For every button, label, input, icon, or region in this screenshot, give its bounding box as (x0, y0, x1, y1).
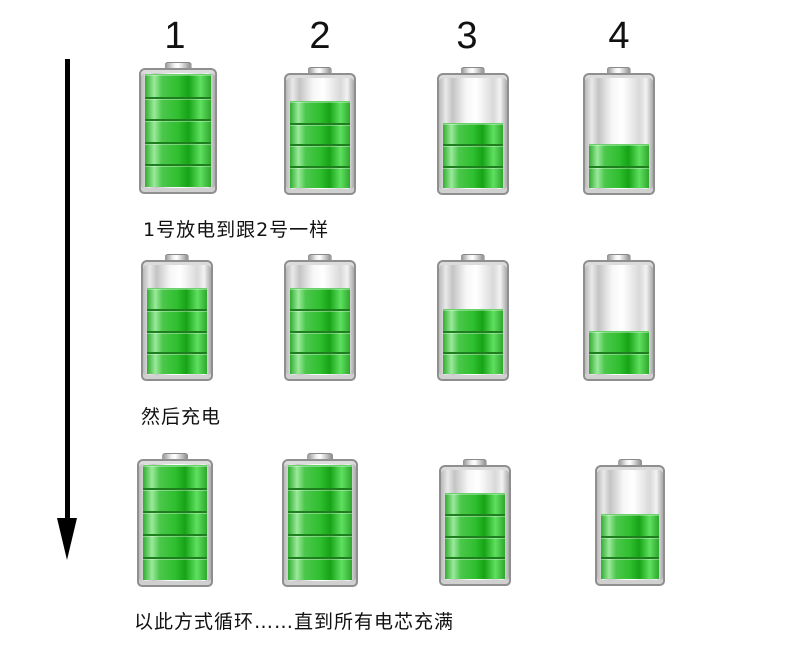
battery-level-bar (143, 465, 207, 488)
battery-level-bar (147, 309, 207, 331)
battery-r3-c1 (137, 453, 213, 587)
battery-level-bar (443, 144, 503, 167)
battery-level-bar (589, 352, 649, 374)
battery-r3-c4 (595, 459, 665, 586)
battery-level-bar (143, 534, 207, 557)
battery-level-bar (445, 514, 505, 536)
battery-level-bar (589, 144, 649, 167)
battery-level-bar (443, 352, 503, 374)
battery-level-bar (143, 557, 207, 580)
battery-r1-c3 (437, 67, 509, 195)
caption-step-1: 1号放电到跟2号一样 (143, 219, 330, 241)
battery-level-bar (443, 122, 503, 145)
battery-level-bar (290, 122, 350, 145)
battery-level-bar (445, 535, 505, 558)
battery-level-bar (288, 557, 352, 580)
battery-r2-c3 (437, 254, 509, 381)
battery-level-bar (288, 465, 352, 488)
column-label-2: 2 (309, 15, 331, 57)
battery-level-bar (145, 141, 211, 165)
battery-level-bar (145, 96, 211, 120)
battery-level-bar (445, 557, 505, 579)
battery-level-bar (443, 166, 503, 188)
battery-level-bar (147, 287, 207, 310)
battery-level-bar (290, 166, 350, 188)
battery-level-bar (290, 287, 350, 310)
battery-level-bar (443, 330, 503, 353)
battery-level-bar (145, 74, 211, 97)
battery-level-bar (443, 309, 503, 331)
battery-r2-c1 (141, 254, 213, 381)
caption-step-3: 以此方式循环……直到所有电芯充满 (134, 611, 455, 633)
battery-level-bar (145, 119, 211, 142)
battery-r1-c2 (284, 67, 356, 195)
battery-level-bar (601, 535, 659, 558)
battery-level-bar (589, 166, 649, 188)
battery-level-bar (143, 511, 207, 534)
battery-level-bar (290, 309, 350, 331)
battery-level-bar (288, 511, 352, 534)
battery-r1-c1 (139, 62, 217, 194)
battery-level-bar (290, 144, 350, 167)
battery-level-bar (143, 488, 207, 511)
arrow-down-icon (57, 518, 77, 560)
battery-level-bar (290, 352, 350, 374)
column-label-1: 1 (164, 15, 186, 57)
arrow-shaft (65, 59, 70, 524)
battery-level-bar (601, 514, 659, 536)
battery-r2-c2 (284, 254, 356, 381)
battery-level-bar (288, 488, 352, 511)
battery-level-bar (445, 492, 505, 515)
battery-level-bar (145, 164, 211, 187)
battery-r2-c4 (583, 254, 655, 381)
battery-level-bar (288, 534, 352, 557)
battery-level-bar (147, 352, 207, 374)
column-label-3: 3 (456, 15, 478, 57)
battery-level-bar (290, 330, 350, 353)
battery-level-bar (147, 330, 207, 353)
battery-r3-c2 (282, 453, 358, 587)
battery-r3-c3 (439, 459, 511, 586)
column-label-4: 4 (608, 15, 630, 57)
battery-level-bar (601, 557, 659, 579)
caption-step-2: 然后充电 (141, 406, 222, 428)
battery-level-bar (589, 330, 649, 353)
battery-level-bar (290, 100, 350, 123)
battery-r1-c4 (583, 67, 655, 195)
